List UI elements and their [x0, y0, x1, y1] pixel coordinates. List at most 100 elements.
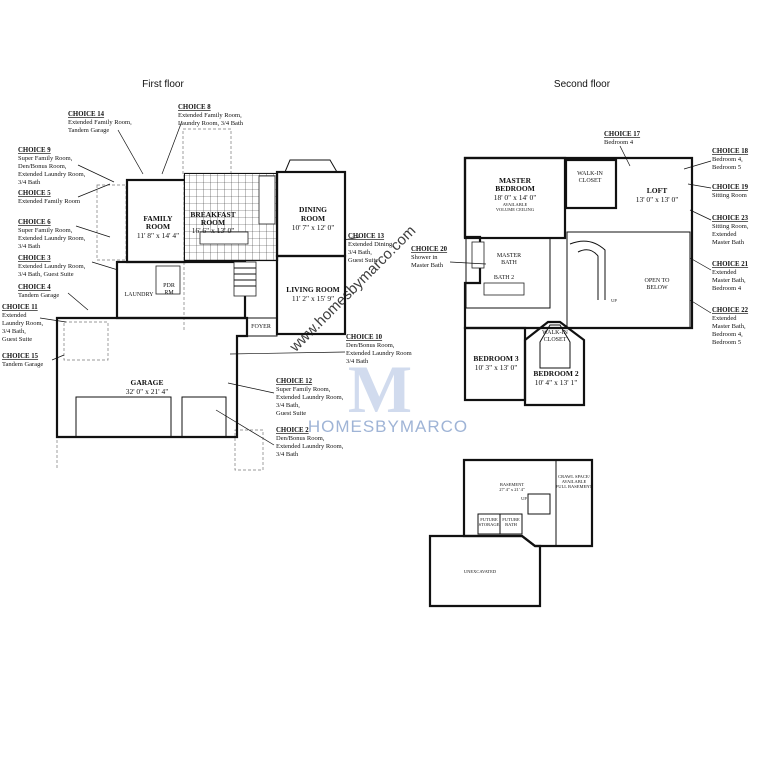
option-outline: [96, 184, 127, 261]
crawl-space-label-2: AVAILABLE: [562, 479, 587, 484]
leader-line: [75, 225, 111, 238]
choice-description: 3/4 Bath: [18, 243, 41, 250]
option-outline: [234, 429, 264, 471]
basement-stairs: [527, 493, 551, 515]
leader-line: [689, 299, 712, 314]
second-floor-leaders: [449, 145, 712, 314]
choice-description: Extended: [2, 312, 27, 319]
choice-description: Laundry Room, 3/4 Bath: [178, 120, 244, 127]
powder-room: [155, 265, 181, 295]
option-outline: [182, 128, 232, 177]
first-floor-leaders: [39, 120, 361, 446]
choice-description: Bedroom 4,: [712, 156, 743, 163]
choice-description: Extended Laundry Room,: [18, 171, 86, 178]
choice-heading: CHOICE 8: [178, 104, 211, 111]
dining-bay-window: [284, 159, 338, 173]
choice-heading: CHOICE 23: [712, 215, 749, 222]
laundry-label: LAUNDRY: [124, 292, 154, 298]
living-room-label: LIVING ROOM: [286, 285, 340, 294]
basement-plan: BASEMENT 27' 4" x 21' 4" CRAWL SPACE/ AV…: [428, 458, 594, 608]
choice-description: Master Bath: [712, 239, 745, 246]
choice-heading: CHOICE 15: [2, 353, 39, 360]
choice-description: 3/4 Bath: [18, 179, 41, 186]
choice-description: 3/4 Bath: [346, 358, 369, 365]
choice-description: 3/4 Bath, Guest Suite: [18, 271, 74, 278]
garage-dim: 32' 0" x 21' 4": [126, 387, 169, 396]
choice-description: Master Bath,: [712, 323, 746, 330]
garage-door-right: [181, 396, 227, 438]
leader-line: [51, 354, 65, 361]
choice-description: Extended Family Room,: [68, 119, 132, 126]
first-floor-title: First floor: [142, 79, 184, 90]
walk-in-closet-2-label: WALK-IN: [542, 330, 568, 336]
master-bedroom-dim: 18' 0" x 14' 0": [494, 193, 537, 202]
bedroom-3-label: BEDROOM 3: [473, 354, 518, 363]
future-storage-label-2: STORAGE: [479, 522, 500, 527]
choice-description: Super Family Room,: [276, 386, 331, 393]
choice-description: Extended Laundry Room,: [18, 263, 86, 270]
choice-description: Guest Suite: [2, 336, 32, 343]
choice-description: Sitting Room,: [712, 223, 749, 230]
choice-heading: CHOICE 18: [712, 148, 749, 155]
choice-description: 3/4 Bath,: [348, 249, 372, 256]
leader-line: [687, 183, 712, 189]
stair-curve: [569, 240, 606, 300]
leader-line: [215, 409, 275, 446]
choice-heading: CHOICE 5: [18, 190, 51, 197]
choice-description: Shower in: [411, 254, 438, 261]
garage-door-left: [75, 396, 172, 438]
leader-line: [449, 261, 487, 265]
family-room-dim: 11' 8" x 14' 4": [137, 231, 179, 240]
choice-description: Den/Bonus Room,: [346, 342, 395, 349]
choice-description: Sitting Room: [712, 192, 747, 199]
leader-line: [343, 236, 361, 241]
bath-area-walls: [465, 237, 551, 309]
breakfast-room-label: BREAKFAST: [190, 210, 235, 219]
dining-room-label: DINING: [299, 205, 327, 214]
kitchen-island: [199, 231, 249, 245]
choice-description: Guest Suite: [276, 410, 306, 417]
choice-description: Extended Laundry Room,: [276, 443, 344, 450]
garage-label: GARAGE: [131, 378, 164, 387]
choice-description: Bedroom 5: [712, 339, 741, 346]
choice-description: Den/Bonus Room,: [276, 435, 325, 442]
choice-heading: CHOICE 9: [18, 147, 51, 154]
living-room-walls: [275, 254, 347, 336]
choice-description: Guest Suite: [348, 257, 378, 264]
pdr-label-2: RM: [164, 290, 174, 296]
loft-dim: 13' 0" x 13' 0": [636, 195, 679, 204]
family-room-label: FAMILY: [143, 214, 173, 223]
family-room-label-2: ROOM: [146, 222, 170, 231]
unexcavated-label: UNEXCAVATED: [464, 569, 497, 574]
foyer-label: FOYER: [251, 324, 271, 330]
basement-up-label: UP: [521, 496, 527, 501]
walk-in-closet-2-label-2: CLOSET: [544, 337, 567, 343]
bedroom-3-dim: 10' 3" x 13' 0": [475, 363, 518, 372]
open-to-below-label-2: BELOW: [646, 285, 668, 291]
choice-description: Super Family Room,: [18, 227, 73, 234]
choice-heading: CHOICE 6: [18, 219, 51, 226]
garage-walls: [55, 316, 249, 439]
vanity: [483, 282, 525, 296]
walk-in-closet-label-2: CLOSET: [579, 178, 602, 184]
leader-line: [39, 317, 67, 323]
choice-description: Extended Laundry Room,: [18, 235, 86, 242]
choice-description: Bedroom 5: [712, 164, 741, 171]
open-to-below-label: OPEN TO: [645, 278, 671, 284]
bedroom-2-label: BEDROOM 2: [533, 369, 578, 378]
breakfast-room-dim: 16' 6" x 13' 0": [192, 226, 235, 235]
choice-description: 3/4 Bath,: [2, 328, 26, 335]
choice-description: Master Bath: [411, 262, 444, 269]
choice-heading: CHOICE 3: [18, 255, 51, 262]
leader-line: [77, 164, 115, 183]
second-floor-title: Second floor: [554, 79, 611, 90]
stairs: [233, 261, 257, 297]
choice-heading: CHOICE 21: [712, 261, 749, 268]
master-bedroom-note: AVAILABLE: [503, 202, 528, 207]
future-bath: [499, 513, 523, 535]
leader-line: [689, 257, 712, 271]
choice-description: Bedroom 4,: [712, 331, 743, 338]
leader-line: [67, 292, 89, 311]
choice-heading: CHOICE 14: [68, 111, 105, 118]
